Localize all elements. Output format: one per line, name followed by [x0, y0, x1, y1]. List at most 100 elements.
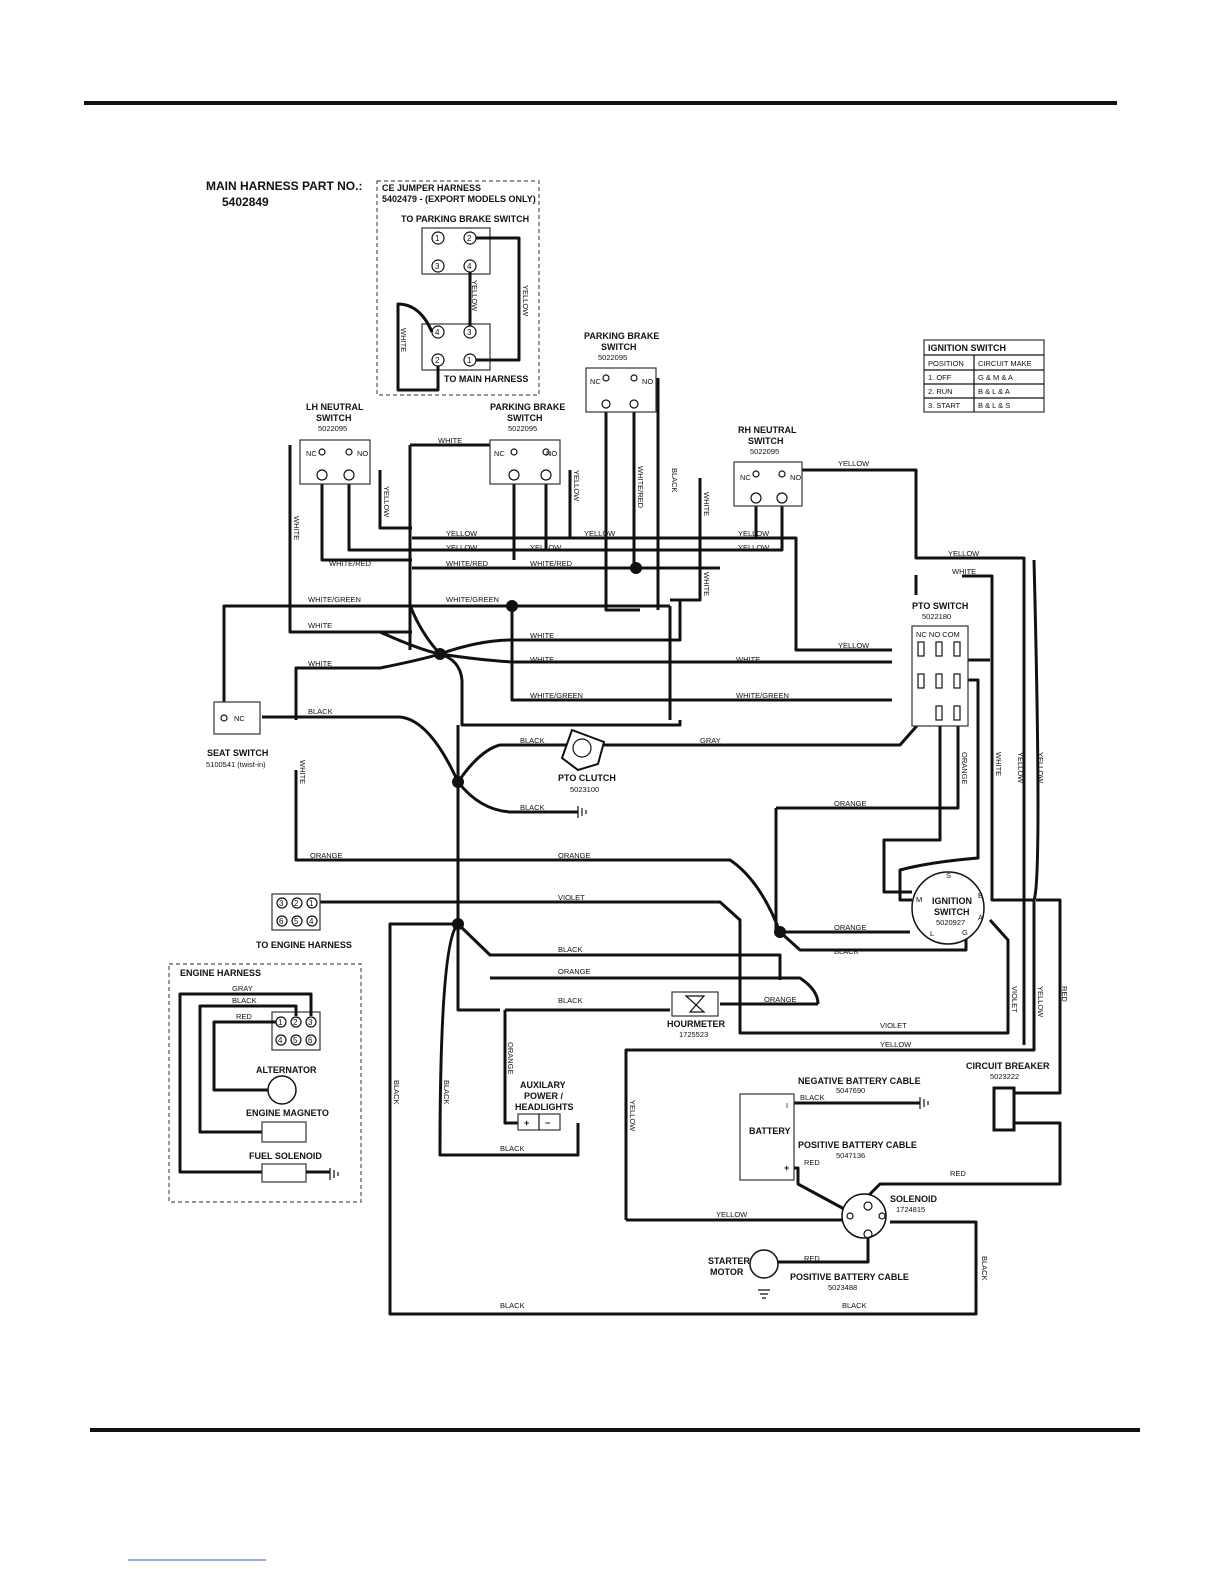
svg-text:1: 1: [309, 899, 314, 908]
svg-text:2: 2: [294, 899, 299, 908]
seat-switch: NC SEAT SWITCH 5100541 (twist-in): [206, 701, 268, 769]
svg-text:LH NEUTRAL: LH NEUTRAL: [306, 402, 364, 412]
svg-text:G: G: [962, 928, 968, 937]
svg-text:4: 4: [278, 1036, 283, 1045]
hourmeter: HOURMETER 1725523: [667, 991, 725, 1039]
svg-text:FUEL SOLENOID: FUEL SOLENOID: [249, 1151, 322, 1161]
svg-text:BLACK: BLACK: [308, 707, 333, 716]
svg-text:YELLOW: YELLOW: [738, 529, 770, 538]
svg-text:NC: NC: [306, 449, 317, 458]
svg-text:ORANGE: ORANGE: [310, 851, 343, 860]
svg-text:SWITCH: SWITCH: [507, 413, 543, 423]
svg-text:YELLOW: YELLOW: [838, 641, 870, 650]
svg-text:4: 4: [467, 262, 472, 271]
svg-text:NEGATIVE BATTERY CABLE: NEGATIVE BATTERY CABLE: [798, 1076, 921, 1086]
main-harness-number: 5402849: [222, 195, 269, 209]
svg-text:WHITE/RED: WHITE/RED: [329, 559, 372, 568]
svg-text:6: 6: [279, 917, 284, 926]
svg-text:4: 4: [309, 917, 314, 926]
svg-text:SOLENOID: SOLENOID: [890, 1194, 938, 1204]
svg-text:RED: RED: [950, 1169, 966, 1178]
svg-text:WHITE: WHITE: [702, 572, 711, 596]
lh-neutral-switch: LH NEUTRAL SWITCH 5022095 NC NO: [299, 402, 371, 485]
svg-text:WHITE: WHITE: [702, 492, 711, 516]
svg-text:YELLOW: YELLOW: [382, 486, 391, 518]
svg-text:5023488: 5023488: [828, 1283, 857, 1292]
svg-text:1: 1: [278, 1018, 283, 1027]
svg-text:WHITE: WHITE: [399, 328, 408, 352]
svg-text:BLACK: BLACK: [834, 947, 859, 956]
junction-dots: [434, 562, 786, 938]
svg-text:SWITCH: SWITCH: [601, 342, 637, 352]
svg-text:WHITE/GREEN: WHITE/GREEN: [446, 595, 499, 604]
svg-text:MOTOR: MOTOR: [710, 1267, 744, 1277]
svg-text:POSITION: POSITION: [928, 359, 964, 368]
harness-wires: [222, 378, 1062, 1316]
svg-text:5020927: 5020927: [936, 918, 965, 927]
svg-text:VIOLET: VIOLET: [558, 893, 585, 902]
svg-text:−: −: [545, 1118, 550, 1128]
ce-jumper-to-parking: TO PARKING BRAKE SWITCH: [401, 214, 529, 224]
svg-text:WHITE/GREEN: WHITE/GREEN: [308, 595, 361, 604]
svg-text:4: 4: [435, 328, 440, 337]
svg-text:YELLOW: YELLOW: [948, 549, 980, 558]
svg-text:S: S: [946, 871, 951, 880]
svg-text:NC: NC: [740, 473, 751, 482]
svg-text:BLACK: BLACK: [392, 1080, 401, 1105]
svg-text:WHITE: WHITE: [736, 655, 760, 664]
svg-text:ALTERNATOR: ALTERNATOR: [256, 1065, 317, 1075]
main-harness-label: MAIN HARNESS PART NO.:: [206, 179, 362, 193]
svg-text:BLACK: BLACK: [500, 1144, 525, 1153]
parking-brake-switch-top: PARKING BRAKE SWITCH 5022095 NC NO: [584, 331, 659, 413]
svg-text:M: M: [916, 895, 922, 904]
svg-text:GRAY: GRAY: [700, 736, 721, 745]
svg-text:YELLOW: YELLOW: [880, 1040, 912, 1049]
svg-text:VIOLET: VIOLET: [880, 1021, 907, 1030]
svg-text:WHITE: WHITE: [952, 567, 976, 576]
svg-text:ORANGE: ORANGE: [506, 1042, 515, 1075]
svg-text:YELLOW: YELLOW: [446, 529, 478, 538]
svg-text:YELLOW: YELLOW: [1036, 752, 1045, 784]
auxiliary-power-headlights: AUXILARY POWER / HEADLIGHTS + −: [515, 1080, 574, 1131]
svg-text:RED: RED: [236, 1012, 252, 1021]
svg-text:BLACK: BLACK: [520, 736, 545, 745]
svg-text:WHITE/RED: WHITE/RED: [446, 559, 489, 568]
svg-text:NC: NC: [590, 377, 601, 386]
svg-text:YELLOW: YELLOW: [738, 543, 770, 552]
svg-text:WHITE/RED: WHITE/RED: [530, 559, 573, 568]
svg-text:RED: RED: [1060, 986, 1069, 1002]
svg-text:YELLOW: YELLOW: [838, 459, 870, 468]
svg-text:SEAT SWITCH: SEAT SWITCH: [207, 748, 268, 758]
svg-text:I: I: [786, 1101, 788, 1110]
svg-text:NC: NC: [234, 714, 245, 723]
svg-text:NO: NO: [357, 449, 368, 458]
svg-text:5047136: 5047136: [836, 1151, 865, 1160]
ground-symbols: [329, 806, 929, 1299]
svg-text:BLACK: BLACK: [500, 1301, 525, 1310]
svg-text:NO: NO: [642, 377, 653, 386]
svg-text:PTO SWITCH: PTO SWITCH: [912, 601, 968, 611]
svg-text:1724815: 1724815: [896, 1205, 925, 1214]
ignition-switch: IGNITION SWITCH 5020927 S B M A L G: [911, 871, 985, 945]
svg-text:NC: NC: [494, 449, 505, 458]
svg-text:WHITE: WHITE: [438, 436, 462, 445]
svg-text:BLACK: BLACK: [980, 1256, 989, 1281]
svg-text:WHITE: WHITE: [292, 516, 301, 540]
svg-text:2. RUN: 2. RUN: [928, 387, 953, 396]
svg-text:WHITE/RED: WHITE/RED: [636, 466, 645, 509]
svg-text:NO: NO: [790, 473, 801, 482]
svg-text:WHITE: WHITE: [308, 659, 332, 668]
svg-text:ORANGE: ORANGE: [558, 851, 591, 860]
svg-text:5023100: 5023100: [570, 785, 599, 794]
svg-text:SWITCH: SWITCH: [934, 907, 970, 917]
svg-text:2: 2: [435, 356, 440, 365]
svg-text:5022095: 5022095: [318, 424, 347, 433]
svg-text:5047690: 5047690: [836, 1086, 865, 1095]
svg-text:BLACK: BLACK: [558, 996, 583, 1005]
svg-text:5023222: 5023222: [990, 1072, 1019, 1081]
svg-text:2: 2: [293, 1018, 298, 1027]
svg-text:BLACK: BLACK: [558, 945, 583, 954]
svg-text:3: 3: [467, 328, 472, 337]
wire-labels: WHITE YELLOW YELLOW WHITE YELLOW YELLOW …: [292, 436, 1069, 1310]
svg-text:BLACK: BLACK: [520, 803, 545, 812]
